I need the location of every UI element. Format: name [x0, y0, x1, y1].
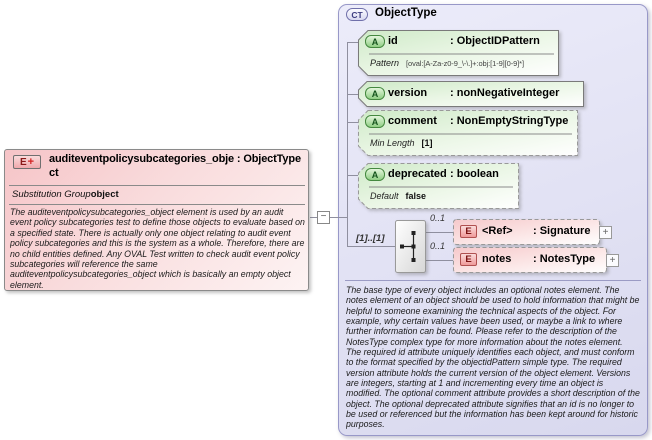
facet-value: [1]	[421, 138, 433, 148]
attribute-box-shape	[358, 163, 519, 209]
element-badge-letter: E	[19, 156, 27, 168]
element-title-line1: auditeventpolicysubcategories_obje : Obj…	[49, 153, 301, 165]
divider	[9, 204, 305, 205]
element-icon: E	[460, 225, 477, 238]
cardinality-label-ref: 0..1	[430, 213, 446, 223]
facet-label: Pattern	[370, 58, 400, 68]
facet-row: Min Length [1]	[370, 138, 433, 148]
complex-type-title: ObjectType	[375, 7, 437, 19]
facet-value: [oval:[A-Za-z0-9_\-\.]+:obj:[1-9][0-9]*]	[406, 59, 524, 68]
attribute-name: deprecated	[388, 168, 447, 180]
substitution-group-row: Substitution Group object	[12, 189, 119, 200]
cardinality-label-notes: 0..1	[430, 241, 446, 251]
connector-stub-comment	[347, 122, 358, 123]
attribute-box-version[interactable]: A version : nonNegativeInteger	[358, 81, 584, 107]
element-type: : NotesType	[533, 253, 596, 265]
element-box-ref[interactable]: E <Ref> : Signature	[453, 219, 600, 245]
attribute-icon: A	[365, 115, 385, 128]
substitution-group-value: object	[90, 189, 119, 200]
connector-stub-notes	[426, 260, 453, 261]
connector-stub-deprecated	[347, 175, 358, 176]
collapse-toggle-button[interactable]: −	[317, 211, 330, 224]
attribute-box-deprecated[interactable]: A deprecated : boolean Default false	[358, 163, 519, 209]
attribute-title: deprecated : boolean	[388, 168, 499, 180]
attribute-name: comment	[388, 115, 437, 127]
substitution-group-label: Substitution Group	[12, 189, 91, 200]
element-type: : Signature	[533, 225, 591, 237]
expand-plus-icon: +	[602, 227, 609, 238]
attribute-type: : boolean	[450, 168, 499, 180]
plus-glyph: +	[27, 156, 35, 168]
attribute-box-comment[interactable]: A comment : NonEmptyStringType Min Lengt…	[358, 110, 578, 156]
connector-stub-version	[347, 94, 358, 95]
connector-trunk-line	[347, 42, 348, 247]
element-plus-icon: E+	[13, 155, 41, 169]
expand-notes-button[interactable]: +	[606, 254, 619, 267]
attribute-box-shape	[358, 30, 559, 76]
expand-plus-icon: +	[609, 255, 616, 266]
attribute-type: : nonNegativeInteger	[450, 87, 560, 99]
element-title-line2: ct	[49, 166, 59, 179]
attribute-box-shape	[358, 110, 578, 156]
attribute-icon: A	[365, 168, 385, 181]
attribute-box-id[interactable]: A id : ObjectIDPattern Pattern [oval:[A-…	[358, 30, 559, 76]
element-title: auditeventpolicysubcategories_obje : Obj…	[49, 153, 311, 180]
facet-row: Default false	[370, 191, 426, 201]
facet-label: Min Length	[370, 138, 415, 148]
attribute-type: : ObjectIDPattern	[450, 35, 540, 47]
cardinality-label-sequence: [1]..[1]	[356, 233, 385, 244]
element-box-auditeventpolicysubcategories-object[interactable]: E+ auditeventpolicysubcategories_obje : …	[4, 149, 309, 291]
element-title: notes : NotesType	[482, 253, 595, 265]
attribute-box-shape	[358, 81, 584, 107]
attribute-name: version	[388, 87, 428, 99]
element-box-shape	[453, 247, 607, 273]
complex-type-icon: CT	[346, 8, 368, 21]
element-name: notes	[482, 253, 512, 265]
connector-stub-ref	[426, 232, 453, 233]
facet-value: false	[405, 191, 427, 201]
attribute-icon: A	[365, 35, 385, 48]
element-box-shape	[453, 219, 600, 245]
connector-stub-id	[347, 42, 358, 43]
attribute-title: id : ObjectIDPattern	[388, 35, 540, 47]
collapse-minus-icon: −	[320, 211, 327, 222]
sequence-icon	[395, 220, 426, 273]
attribute-title: comment : NonEmptyStringType	[388, 115, 568, 127]
facet-label: Default	[370, 191, 399, 201]
connector-stub-sequence	[347, 246, 395, 247]
element-box-notes[interactable]: E notes : NotesType	[453, 247, 607, 273]
divider	[9, 185, 305, 186]
attribute-title: version : nonNegativeInteger	[388, 87, 559, 99]
complex-type-description: The base type of every object includes a…	[346, 285, 640, 430]
element-description: The auditeventpolicysubcategories_object…	[10, 207, 305, 290]
element-title: <Ref> : Signature	[482, 225, 590, 237]
element-icon: E	[460, 253, 477, 266]
attribute-icon: A	[365, 87, 385, 100]
panel-separator	[345, 280, 641, 281]
sequence-compositor[interactable]	[395, 220, 426, 273]
expand-ref-button[interactable]: +	[599, 226, 612, 239]
element-name: <Ref>	[482, 225, 513, 237]
facet-row: Pattern [oval:[A-Za-z0-9_\-\.]+:obj:[1-9…	[370, 58, 524, 68]
attribute-name: id	[388, 35, 398, 47]
attribute-type: : NonEmptyStringType	[450, 115, 569, 127]
